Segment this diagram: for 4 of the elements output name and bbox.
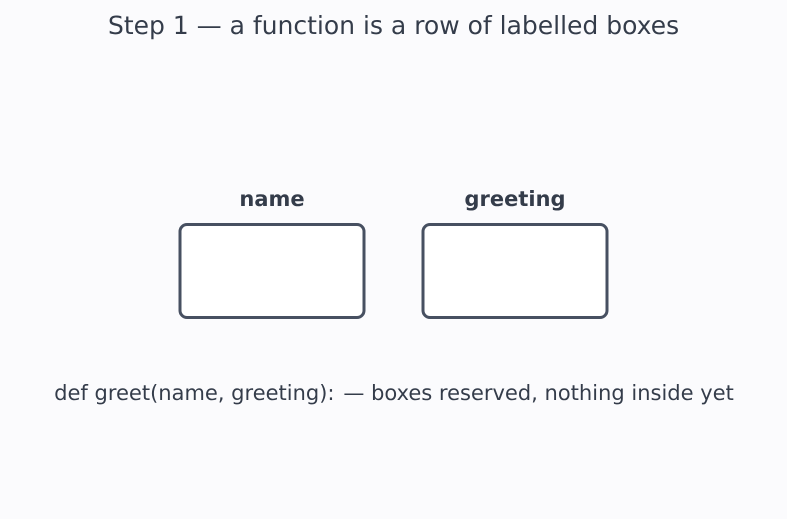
title: Step 1 — a function is a row of labelled boxes	[110, 15, 678, 40]
box-heading: greeting	[465, 190, 564, 211]
caption-text: def greet(name, greeting): — boxes reserved, nothing inside yet	[55, 384, 734, 404]
box-heading: name	[241, 194, 304, 206]
